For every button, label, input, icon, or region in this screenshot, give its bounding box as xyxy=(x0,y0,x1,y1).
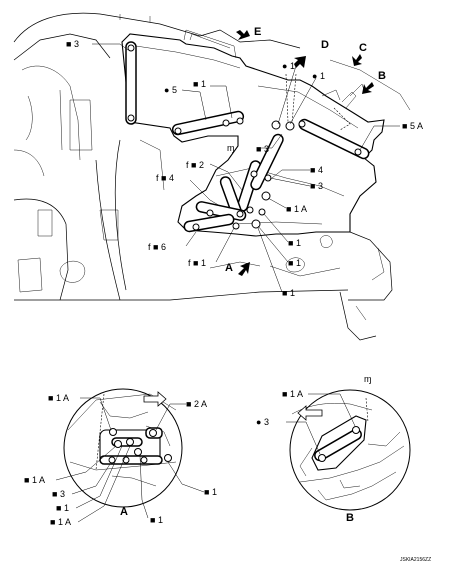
svg-text:■ 2 A: ■ 2 A xyxy=(186,399,207,409)
svg-text:■ 3: ■ 3 xyxy=(52,489,65,499)
svg-text:■ 1: ■ 1 xyxy=(204,487,217,497)
arrow-detail-b-icon xyxy=(297,405,323,421)
svg-text:● 1: ● 1 xyxy=(282,61,295,71)
svg-text:■ 1: ■ 1 xyxy=(150,515,163,525)
fender-protector-panel xyxy=(121,29,385,237)
svg-text:■ 1: ■ 1 xyxy=(288,238,301,248)
clip-markers xyxy=(127,44,362,231)
view-label-a: A xyxy=(225,262,233,274)
strip-center-2 xyxy=(250,133,284,191)
detail-label-a: A xyxy=(120,506,128,518)
arrow-c-icon xyxy=(352,54,362,66)
svg-text:■ 1 A: ■ 1 A xyxy=(286,204,307,214)
svg-text:■ 1: ■ 1 xyxy=(56,503,69,513)
arrow-b-icon xyxy=(362,82,374,94)
svg-text:● 1: ● 1 xyxy=(312,71,325,81)
arrow-detail-a-icon xyxy=(143,391,167,407)
svg-text:f ■ 2: f ■ 2 xyxy=(186,160,204,170)
svg-text:ɱ: ɱ xyxy=(364,374,372,384)
callout-3-top: 3 xyxy=(74,39,79,49)
panel-clip-strips xyxy=(125,41,370,233)
arrow-a-icon xyxy=(238,262,250,276)
detail-view-b: ■ 1 A ɱ ● 3 B xyxy=(256,374,411,524)
svg-text:■ 1 A: ■ 1 A xyxy=(282,389,303,399)
svg-text:● 3: ● 3 xyxy=(256,417,269,427)
svg-text:f ■ 6: f ■ 6 xyxy=(148,242,166,252)
svg-text:■ 1 A: ■ 1 A xyxy=(24,475,45,485)
svg-text:f ■ 1: f ■ 1 xyxy=(188,258,206,268)
svg-text:■ 3: ■ 3 xyxy=(310,181,323,191)
view-label-c: C xyxy=(359,42,367,54)
strip-left-vertical xyxy=(125,41,137,125)
svg-text:● 5: ● 5 xyxy=(164,85,177,95)
svg-text:f ■ 4: f ■ 4 xyxy=(156,173,174,183)
vehicle-body-outline xyxy=(13,12,411,341)
detail-view-a: ■ 1 A ■ 2 A ■ 1 A ■ 3 ■ 1 ■ 1 A A ■ 1 ■ … xyxy=(24,388,217,527)
svg-text:■ 1 A: ■ 1 A xyxy=(50,517,71,527)
svg-text:■ 1 A: ■ 1 A xyxy=(48,393,69,403)
arrow-d-icon xyxy=(294,56,306,68)
view-label-b: B xyxy=(378,70,386,82)
strip-top-horizontal xyxy=(171,110,245,136)
reference-code: JSKIA2156ZZ xyxy=(400,557,431,563)
svg-text:■ 3: ■ 3 xyxy=(256,144,269,154)
svg-text:■ 1: ■ 1 xyxy=(288,258,301,268)
svg-text:■ 1: ■ 1 xyxy=(282,288,295,298)
svg-text:■ 5 A: ■ 5 A xyxy=(402,121,423,131)
view-label-e: E xyxy=(254,26,261,38)
svg-text:■ 4: ■ 4 xyxy=(310,165,323,175)
arrow-e-icon xyxy=(236,30,250,40)
svg-text:■ 3: ■ 3 xyxy=(66,39,79,49)
svg-text:■ 1: ■ 1 xyxy=(193,79,206,89)
view-direction-arrows xyxy=(236,30,374,276)
view-label-d: D xyxy=(321,39,329,51)
main-view-callouts: ■ 3 E D C B ■ 1 ● 5 ● 1 ● 1 ■ 5 A ɱ ■ 3 … xyxy=(66,26,423,298)
svg-text:ɱ: ɱ xyxy=(227,143,235,153)
callout-leaders xyxy=(92,43,400,293)
detail-label-b: B xyxy=(346,512,354,524)
